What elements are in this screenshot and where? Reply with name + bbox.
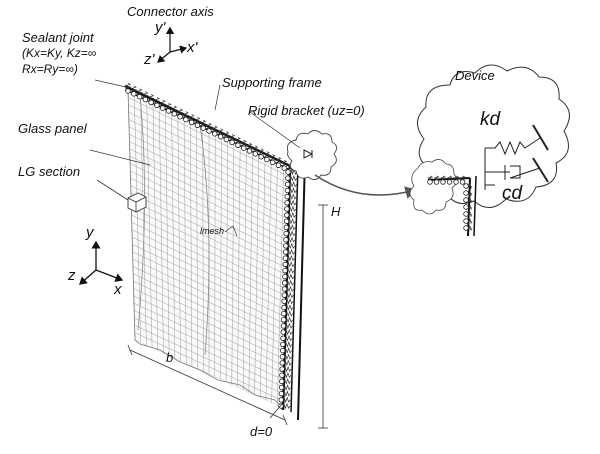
lg-section-label: LG section (18, 164, 81, 179)
device-corner-detail (409, 159, 477, 237)
width-label: b (166, 350, 174, 365)
height-dimension (318, 204, 328, 429)
connector-x-axis-label: x' (187, 39, 198, 56)
connector-axes (157, 26, 188, 63)
height-label: H (331, 204, 341, 219)
rigid-bracket-label: Rigid bracket (uz=0) (248, 103, 365, 118)
connector-z-axis-label: z' (144, 51, 155, 68)
device-label: Device (455, 68, 495, 83)
global-z-axis-label: z (68, 267, 76, 284)
global-x-axis-label: x (114, 281, 122, 298)
damping-label: cd (502, 183, 523, 204)
top-connectors (124, 82, 294, 174)
global-y-axis-label: y (86, 224, 94, 241)
supporting-frame-label: Supporting frame (222, 75, 322, 90)
d-zero-leader (269, 403, 283, 419)
connector-y-axis-label: y' (155, 19, 166, 36)
sealant-joint-rotation-label: Rx=Ry=∞) (22, 62, 78, 76)
rigid-bracket-symbol (303, 149, 314, 159)
sealant-joint-label: Sealant joint (22, 30, 94, 45)
side-connectors (278, 168, 298, 410)
device-cloud (417, 64, 570, 208)
lg-section-cube (96, 179, 147, 213)
frame-column (297, 157, 306, 421)
width-dimension (127, 344, 288, 426)
stiffness-label: kd (480, 109, 501, 130)
sealant-joint-stiffness-label: (Kx=Ky, Kz=∞ (22, 46, 97, 60)
device-spring-dashpot (484, 124, 549, 190)
detail-arrow (314, 174, 417, 199)
d-zero-label: d=0 (250, 424, 273, 439)
glass-panel (127, 89, 291, 409)
glass-panel-label: Glass panel (18, 121, 87, 136)
panel-fold-line (199, 124, 210, 356)
frame-column (290, 162, 299, 413)
connector-axis-label: Connector axis (127, 4, 214, 19)
global-axes (79, 240, 124, 285)
mesh-size-label: lmesh (200, 226, 225, 236)
label-leaders (89, 79, 301, 237)
mesh-grid (128, 90, 290, 408)
